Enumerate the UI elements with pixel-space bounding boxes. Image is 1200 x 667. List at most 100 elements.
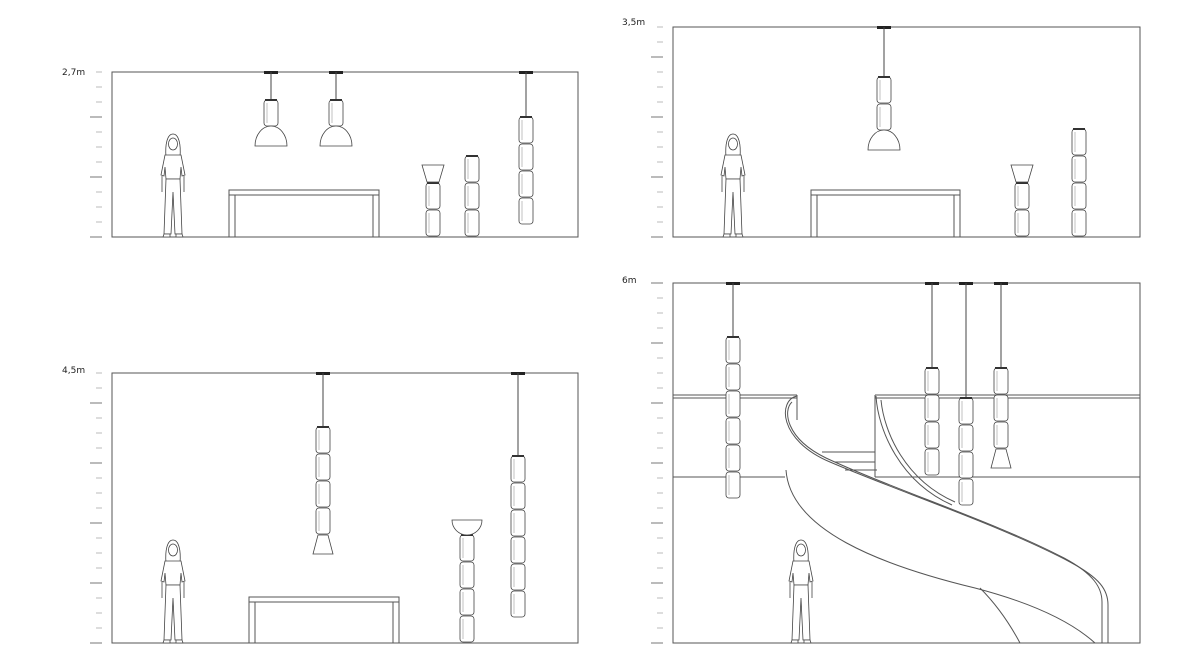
lamp-segment [315,480,331,508]
lamp-segment [725,417,741,445]
person-silhouette [720,133,746,238]
lamp-segment [924,394,940,422]
cone-shade [312,534,334,555]
lamp-segment [1071,182,1087,210]
lamp-segment [993,394,1009,422]
cone-shade [1010,164,1034,183]
lamp-segment [464,182,480,210]
room-outline [111,372,579,644]
person-shoes [162,639,184,644]
segment-cap [995,367,1007,369]
lamp-segment [518,170,534,198]
lamp-segment [1014,182,1030,210]
height-label-2-7m: 2,7m [62,68,85,78]
lamp-segment [924,421,940,449]
lamp-segment [958,451,974,479]
room-outline [672,282,1141,644]
lamp-segment [993,367,1009,395]
dome-shade [254,125,288,147]
lamp-segment [459,534,475,562]
panel-4-5m [90,372,579,644]
lamp-segment [518,116,534,144]
segment-cap [878,76,890,78]
lamp-segment [425,182,441,210]
stair-lower-edge [979,587,1021,644]
person-shirt [160,154,186,180]
lamp-segment [958,478,974,506]
person-shirt [720,154,746,180]
table [248,596,400,643]
stair-underside [785,469,1096,644]
person-trousers [791,584,811,641]
bowl-shade [451,519,483,536]
person-arms [161,176,185,192]
segment-cap [960,397,972,399]
person-arms [161,582,185,598]
segment-cap [330,99,342,101]
person-arms [721,176,745,192]
person-silhouette [788,539,814,644]
lamp-segment [510,536,526,564]
segment-cap [1073,128,1085,130]
lamp-segment [464,209,480,237]
lamp-segment [1071,209,1087,237]
segment-cap [466,155,478,157]
table [810,189,961,237]
stair-steps [822,451,877,471]
dome-shade [867,129,901,151]
person-head [168,137,178,151]
person-trousers [163,584,183,641]
lamp-segment [993,421,1009,449]
stair-railing-inner [787,401,1103,643]
table [228,189,380,237]
panel-2-7m [90,71,579,238]
segment-cap [427,182,439,184]
lamp-segment [425,209,441,237]
room-outline [111,71,579,238]
lamp-segment [1071,155,1087,183]
lamp-segment [510,455,526,483]
lamp-segment [725,336,741,364]
person-trousers [723,178,743,235]
dome-shade [319,125,353,147]
person-shirt [788,560,814,586]
segment-cap [727,336,739,338]
panel-3-5m [651,26,1141,238]
stair-upper-flight [875,395,956,506]
lamp-segment [924,367,940,395]
lamp-segment [510,590,526,618]
lamp-segment [518,197,534,225]
lamp-segment [315,507,331,535]
lamp-segment [328,99,344,127]
segment-cap [926,367,938,369]
lamp-segment [510,563,526,591]
person-head [168,543,178,557]
height-label-3-5m: 3,5m [622,18,645,28]
mezzanine-floor [673,394,1140,478]
segment-cap [512,455,524,457]
lamp-segment [924,448,940,476]
person-head [796,543,806,557]
height-label-6m: 6m [622,276,637,286]
segment-cap [520,116,532,118]
lamp-segment [459,615,475,643]
stair-railing-outer [784,395,1109,643]
lamp-segment [725,390,741,418]
lamp-segment [876,103,892,131]
lamp-segment [725,363,741,391]
person-shirt [160,560,186,586]
lamp-segment [876,76,892,104]
person-arms [789,582,813,598]
lamp-segment [464,155,480,183]
person-head [728,137,738,151]
lamp-segment [315,426,331,454]
lamp-segment [958,424,974,452]
lamp-segment [1014,209,1030,237]
height-label-4-5m: 4,5m [62,366,85,376]
lamp-segment [459,561,475,589]
person-trousers [163,178,183,235]
segment-cap [317,426,329,428]
lamp-segment [510,509,526,537]
lamp-segment [1071,128,1087,156]
